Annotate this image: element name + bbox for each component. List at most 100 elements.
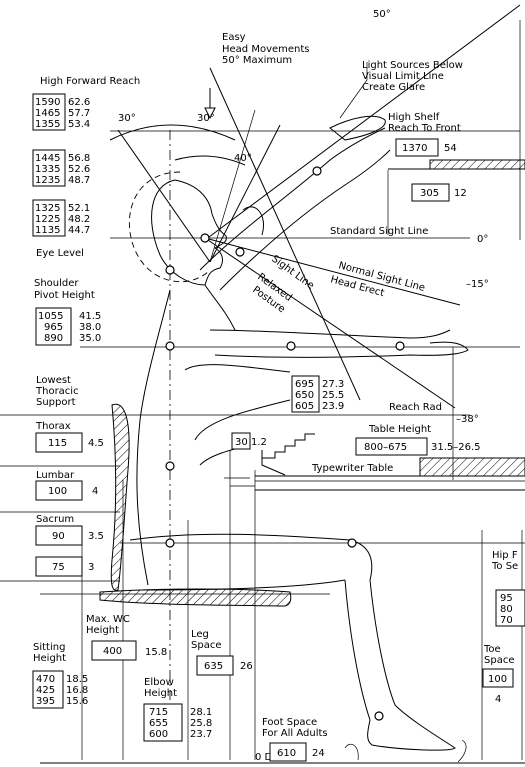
lumbar-mm: 100 xyxy=(48,486,67,497)
elbow-mm-3: 600 xyxy=(149,729,168,740)
shoulder-mm-2: 965 xyxy=(44,322,63,333)
hfr-in-2: 57.7 xyxy=(68,108,90,119)
table-height-label: Table Height xyxy=(368,424,431,435)
g2-mm-2: 1335 xyxy=(35,164,60,175)
shelf2-in: 12 xyxy=(454,188,467,199)
eye-mm-2: 1225 xyxy=(35,214,60,225)
max-wc-label-2: Height xyxy=(86,625,119,636)
maxwc-in: 15.8 xyxy=(145,647,167,658)
sit-mm-1: 470 xyxy=(36,674,55,685)
lowest-label-1: Lowest xyxy=(36,375,71,386)
sit-mm-3: 395 xyxy=(36,696,55,707)
elbow-in-1: 28.1 xyxy=(190,707,212,718)
hfr-in-3: 53.4 xyxy=(68,119,90,130)
table-mm: 800–675 xyxy=(364,442,407,453)
hip-label-1: Hip F xyxy=(492,550,518,561)
sacrum-label: Sacrum xyxy=(36,514,74,525)
elbow-height-label-1: Elbow xyxy=(144,677,174,688)
reach-mm-1: 695 xyxy=(295,379,314,390)
angle-30-right-label: 30° xyxy=(197,113,215,124)
g2-mm-3: 1235 xyxy=(35,175,60,186)
max-wc-label-1: Max. WC xyxy=(86,614,130,625)
light-sources-label-2: Visual Limit Line xyxy=(362,71,444,82)
lowest-label-2: Thoracic xyxy=(35,386,79,397)
hfr-mm-3: 1355 xyxy=(35,119,60,130)
lumbar-label: Lumbar xyxy=(36,470,75,481)
g2-in-3: 48.7 xyxy=(68,175,90,186)
typewriter-table-label: Typewriter Table xyxy=(311,463,393,474)
leg-mm: 635 xyxy=(204,661,223,672)
elbow-mm-1: 715 xyxy=(149,707,168,718)
seat-mm: 75 xyxy=(52,562,65,573)
tw-in: 1.2 xyxy=(251,437,267,448)
toe-mm: 100 xyxy=(488,674,507,685)
shoulder-in-3: 35.0 xyxy=(79,333,101,344)
foot-space-label-2: For All Adults xyxy=(262,728,328,739)
shoulder-label-2: Pivot Height xyxy=(34,290,95,301)
reach-in-1: 27.3 xyxy=(322,379,344,390)
thorax-mm: 115 xyxy=(48,438,67,449)
tw-mm: 30 xyxy=(235,437,248,448)
easy-head-label-2: Head Movements xyxy=(222,44,310,55)
eye-mm-3: 1135 xyxy=(35,225,60,236)
thorax-label: Thorax xyxy=(35,421,71,432)
hip-label-2: To Se xyxy=(491,561,518,572)
reach-in-2: 25.5 xyxy=(322,390,344,401)
elbow-in-2: 25.8 xyxy=(190,718,212,729)
eye-in-2: 48.2 xyxy=(68,214,90,225)
hip-mm-3: 70 xyxy=(500,615,513,626)
sitting-height-label-1: Sitting xyxy=(33,642,65,653)
easy-head-label-3: 50° Maximum xyxy=(222,55,292,66)
foot-in: 24 xyxy=(312,748,325,759)
seat-in: 3 xyxy=(88,562,94,573)
reach-mm-2: 650 xyxy=(295,390,314,401)
reach-rad-label: Reach Rad xyxy=(389,402,442,413)
hfr-mm-1: 1590 xyxy=(35,97,60,108)
high-shelf-label-2: Reach To Front xyxy=(388,123,461,134)
high-forward-reach-label: High Forward Reach xyxy=(40,76,140,87)
light-sources-label-1: Light Sources Below xyxy=(362,60,463,71)
shelf-in: 54 xyxy=(444,143,457,154)
angle-0-label: 0° xyxy=(477,234,488,245)
g2-in-2: 52.6 xyxy=(68,164,90,175)
shoulder-mm-1: 1055 xyxy=(38,311,63,322)
angle-minus38-label: –38° xyxy=(456,414,479,425)
shoulder-in-2: 38.0 xyxy=(79,322,101,333)
sit-in-1: 18.5 xyxy=(66,674,88,685)
sit-in-3: 15.6 xyxy=(66,696,88,707)
elbow-in-3: 23.7 xyxy=(190,729,212,740)
shelf2-mm: 305 xyxy=(420,188,439,199)
seated-figure xyxy=(99,115,469,763)
table-in: 31.5–26.5 xyxy=(431,442,481,453)
angle-30-left-label: 30° xyxy=(118,113,136,124)
reference-lines xyxy=(0,4,525,764)
hip-mm-2: 80 xyxy=(500,604,513,615)
elbow-mm-2: 655 xyxy=(149,718,168,729)
reach-mm-3: 605 xyxy=(295,401,314,412)
shelf-mm: 1370 xyxy=(402,143,427,154)
foot-space-label-1: Foot Space xyxy=(262,717,317,728)
angle-50-label: 50° xyxy=(373,9,391,20)
reach-in-3: 23.9 xyxy=(322,401,344,412)
high-shelf-label-1: High Shelf xyxy=(388,112,440,123)
standard-sight-line-label: Standard Sight Line xyxy=(330,226,428,237)
thorax-in: 4.5 xyxy=(88,438,104,449)
leg-in: 26 xyxy=(240,661,253,672)
shoulder-label-1: Shoulder xyxy=(34,278,79,289)
eye-in-3: 44.7 xyxy=(68,225,90,236)
light-sources-label-3: Create Glare xyxy=(362,82,425,93)
hfr-in-1: 62.6 xyxy=(68,97,90,108)
maxwc-mm: 400 xyxy=(103,646,122,657)
dimension-boxes: 1590 1465 1355 62.6 57.7 53.4 1445 1335 … xyxy=(32,93,525,762)
hip-mm-1: 95 xyxy=(500,593,513,604)
leg-space-label-1: Leg xyxy=(191,629,209,640)
leg-space-label-2: Space xyxy=(191,640,221,651)
elbow-height-label-2: Height xyxy=(144,688,177,699)
sit-in-2: 16.8 xyxy=(66,685,88,696)
toe-space-label-1: Toe xyxy=(483,644,501,655)
eye-mm-1: 1325 xyxy=(35,203,60,214)
eye-in-1: 52.1 xyxy=(68,203,90,214)
foot-mm: 610 xyxy=(277,748,296,759)
shoulder-in-1: 41.5 xyxy=(79,311,101,322)
eye-level-label: Eye Level xyxy=(36,248,84,259)
